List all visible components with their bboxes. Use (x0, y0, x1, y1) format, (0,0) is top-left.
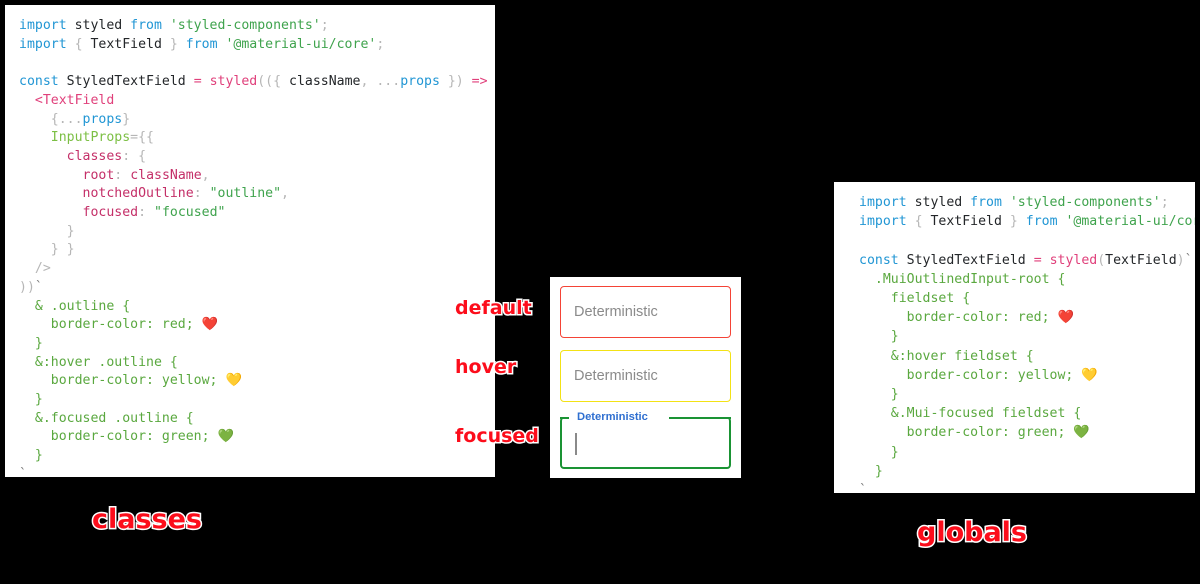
code-line: focused: "focused" (82, 205, 226, 221)
code-line: } (19, 448, 43, 464)
code-line: } (859, 329, 899, 345)
code-line: border-color: yellow; 💛 (19, 373, 242, 389)
code-line: /> (19, 261, 51, 277)
code-line: &.Mui-focused fieldset { (859, 406, 1082, 422)
code-line: } (19, 392, 43, 408)
heart-icon: ❤️ (1057, 310, 1074, 326)
annotation-hover: hover (453, 355, 517, 380)
code-line: } (19, 335, 43, 351)
textfield-default-text: Deterministic (574, 304, 658, 320)
heart-icon: ❤️ (201, 317, 219, 333)
code-line: import styled from 'styled-components'; (19, 18, 329, 33)
heart-icon: 💛 (1081, 367, 1098, 383)
code-line: border-color: red; ❤️ (859, 310, 1074, 326)
code-line: ` (19, 466, 27, 477)
caption-globals: globals (915, 516, 1028, 550)
code-line: ))` (19, 279, 43, 295)
caption-classes: classes (90, 503, 203, 537)
code-line: InputProps={{ (50, 130, 154, 146)
code-line: } (859, 387, 899, 403)
code-line: border-color: yellow; 💛 (859, 367, 1098, 383)
text-cursor-icon (575, 433, 577, 455)
code-line: &:hover .outline { (19, 354, 178, 370)
code-panel-classes: import styled from 'styled-components'; i… (5, 5, 495, 477)
code-line: {...props} (19, 111, 131, 127)
heart-icon: 💚 (217, 429, 234, 445)
textfield-hover-text: Deterministic (574, 368, 658, 384)
code-line: &:hover fieldset { (859, 348, 1034, 364)
code-line: border-color: red; ❤️ (19, 317, 219, 333)
code-panel-globals: import styled from 'styled-components'; i… (834, 182, 1195, 493)
code-line: root: className, (82, 167, 210, 183)
code-line: } (19, 223, 75, 239)
textfield-default[interactable]: Deterministic (560, 286, 731, 338)
code-line: notchedOutline: "outline", (82, 186, 289, 202)
code-line: <TextField (19, 92, 115, 108)
code-line: .MuiOutlinedInput-root { (859, 271, 1066, 287)
code-line: import { TextField } from '@material-ui/… (19, 36, 385, 52)
textfield-focused[interactable]: Deterministic (560, 410, 731, 469)
code-line: & .outline { (19, 298, 131, 314)
textfield-preview-panel: Deterministic Deterministic Deterministi… (550, 277, 741, 478)
code-line: } } (19, 242, 75, 258)
code-line: } (859, 444, 899, 460)
code-line (19, 54, 485, 73)
annotation-focused: focused (454, 424, 541, 449)
code-line: &.focused .outline { (19, 410, 194, 426)
heart-icon: 💚 (1073, 425, 1090, 441)
code-line: const StyledTextField = styled(({ classN… (19, 74, 495, 90)
code-line: } (859, 463, 883, 479)
annotation-default: default (454, 296, 534, 321)
code-line: const StyledTextField = styled(TextField… (859, 252, 1193, 268)
code-line: ` (859, 483, 867, 493)
heart-icon: 💛 (225, 373, 242, 389)
code-line: import { TextField } from '@material-ui/… (859, 214, 1195, 230)
code-line: border-color: green; 💚 (19, 429, 234, 445)
code-line: fieldset { (859, 291, 971, 307)
textfield-hover[interactable]: Deterministic (560, 350, 731, 402)
code-line (859, 231, 1187, 250)
code-line: classes: { (66, 148, 147, 164)
code-line: import styled from 'styled-components'; (859, 195, 1169, 210)
textfield-focused-label: Deterministic (574, 410, 651, 424)
code-line: border-color: green; 💚 (859, 425, 1090, 441)
